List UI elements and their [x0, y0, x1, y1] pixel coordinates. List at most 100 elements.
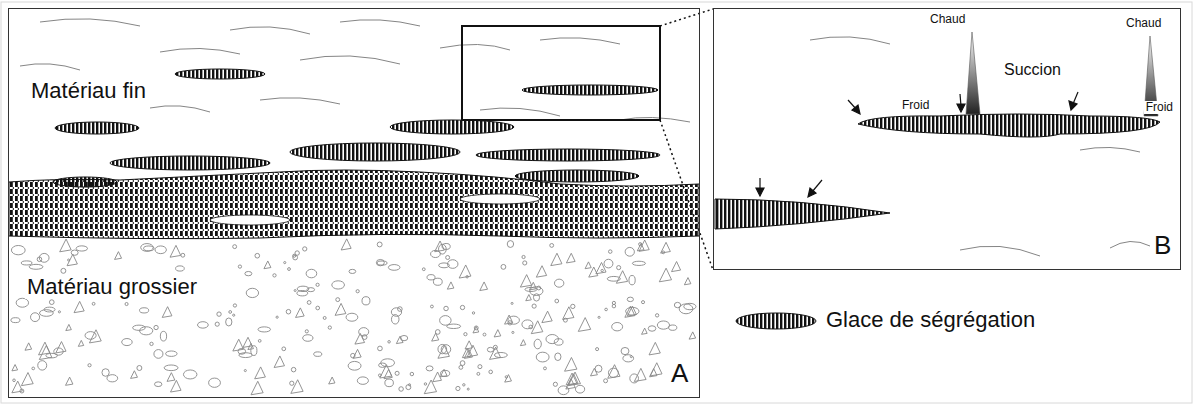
pebble [305, 330, 308, 333]
pebble [229, 311, 232, 314]
pebble [140, 327, 153, 335]
pebble [115, 252, 122, 260]
pebble [494, 352, 507, 357]
pebble [634, 368, 646, 381]
pebble [264, 261, 271, 269]
pebble [255, 367, 266, 379]
pebble [406, 385, 411, 390]
pebble [11, 318, 20, 323]
pebble [648, 326, 656, 331]
pebble [58, 311, 60, 313]
pebble [258, 327, 271, 332]
pebble [604, 379, 608, 383]
pebble [303, 335, 313, 342]
pebble [505, 375, 512, 383]
pebble [438, 344, 447, 353]
temperature-label: Chaud [1124, 17, 1163, 30]
pebble [625, 247, 634, 256]
pebble [244, 369, 246, 371]
pebble [356, 290, 359, 293]
pebble [463, 384, 465, 386]
pebble [433, 278, 442, 285]
pebble [56, 342, 66, 353]
pebble [623, 355, 634, 362]
pebble [532, 304, 536, 308]
pebble [181, 253, 185, 257]
pebble [430, 305, 433, 308]
pebble [294, 290, 296, 292]
pebble [25, 343, 32, 350]
pebble [520, 340, 525, 346]
pebble [388, 265, 400, 271]
pebble [140, 308, 149, 313]
pebble [608, 250, 612, 254]
pebble [674, 302, 680, 307]
pebble [473, 326, 479, 332]
pebble [29, 264, 43, 269]
pebble [332, 281, 345, 289]
pebble [303, 247, 307, 251]
pebble [395, 371, 399, 375]
pebble [381, 359, 395, 367]
pebble [297, 286, 309, 291]
pebble [307, 288, 315, 292]
pebble [483, 333, 486, 336]
pebble [154, 325, 158, 329]
pebble [596, 262, 606, 273]
pebble [657, 321, 669, 329]
legend-text: Glace de ségrégation [826, 308, 1035, 332]
pebble [661, 242, 671, 253]
zoom-leader [660, 120, 713, 270]
pebble [74, 301, 84, 312]
pebble [585, 262, 591, 269]
pebble [627, 297, 633, 301]
pebble [508, 316, 520, 324]
pebble [571, 304, 575, 308]
pebble [122, 339, 132, 346]
pebble [612, 322, 623, 330]
ice-band [9, 170, 699, 239]
pebble [378, 374, 381, 377]
panel-b: ChaudFroidSuccionChaudFroidB [713, 8, 1181, 270]
pebble [239, 353, 252, 358]
pebble [31, 313, 40, 322]
pebble [12, 365, 18, 371]
pebble [529, 325, 533, 329]
pebble [125, 302, 128, 305]
pebble [306, 269, 317, 278]
pebble [78, 340, 83, 346]
pebble [76, 246, 87, 251]
pebble [336, 298, 340, 302]
pebble [566, 373, 577, 385]
pebble [563, 318, 567, 322]
pebble [536, 266, 546, 277]
pebble [323, 316, 326, 319]
pebble [467, 345, 477, 357]
pebble [316, 306, 320, 310]
pebble [544, 367, 547, 370]
pebble [133, 325, 146, 330]
pebble [672, 262, 681, 272]
pebble [426, 366, 433, 371]
pebble [385, 379, 394, 387]
pebble [456, 386, 460, 390]
pebble [641, 301, 644, 304]
pebble [349, 269, 356, 273]
pebble [578, 318, 590, 332]
pebble [377, 242, 382, 247]
pebble [255, 253, 260, 258]
pebble [438, 346, 449, 359]
suction-label: Succion [1002, 61, 1063, 79]
pebble [427, 275, 435, 280]
panel-letter: A [669, 359, 690, 388]
pebble [359, 328, 369, 336]
pebble [536, 352, 549, 362]
pebble [639, 240, 649, 251]
pebble [558, 386, 569, 395]
pebble [424, 380, 436, 394]
pebble [533, 294, 539, 301]
pebble [351, 353, 355, 357]
pebble [274, 356, 284, 368]
pebble [171, 380, 182, 392]
pebble [21, 373, 33, 386]
